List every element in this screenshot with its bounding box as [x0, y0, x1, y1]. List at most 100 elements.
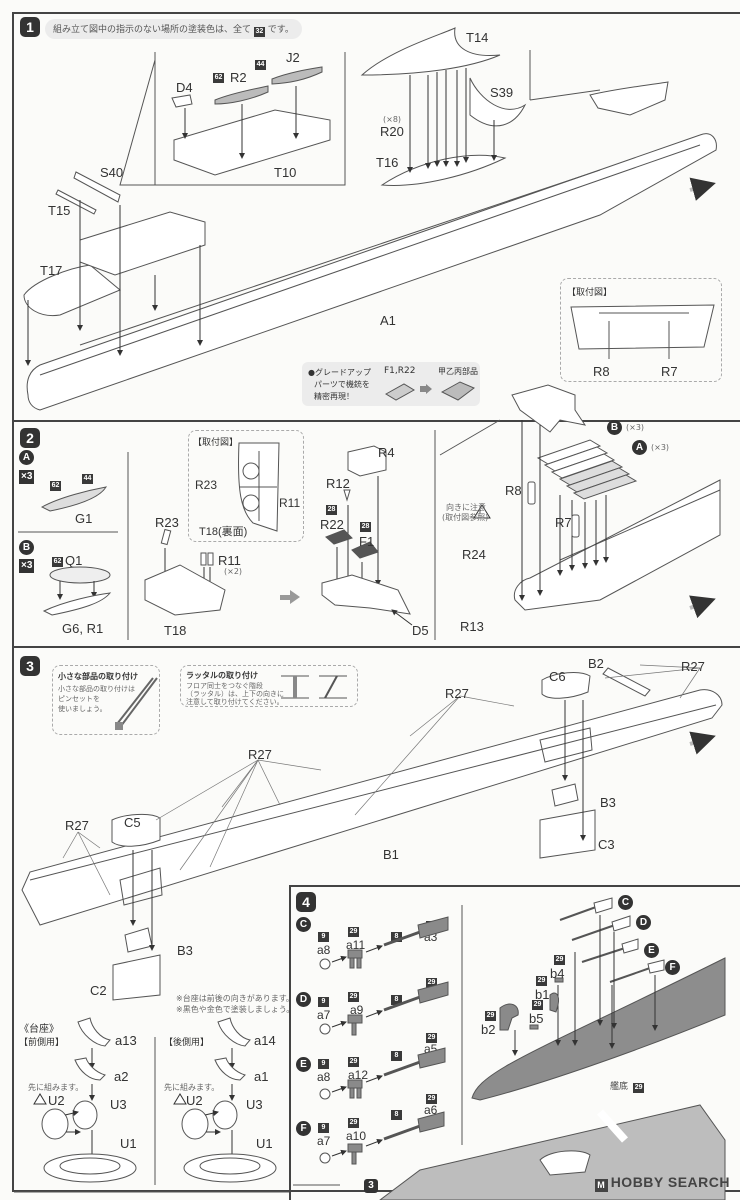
tip1-line-1: 小さな部品の取り付けは: [58, 685, 135, 693]
r27-leader-lines: [62, 664, 701, 896]
t18-final-assembly-drawing: [321, 445, 413, 626]
label-g6-r1: G6, R1: [62, 621, 104, 636]
label-b5: b5: [529, 1011, 544, 1026]
paint-a8-e: 9: [318, 1059, 329, 1069]
paint-code-badge: 32: [253, 27, 265, 37]
step2-install-diagram: 【取付図】 R23 R11 T18(裏面): [188, 430, 304, 542]
label-b2: b2: [481, 1022, 496, 1037]
label-c6: C6: [549, 669, 566, 684]
paint-g1-a: 62: [50, 481, 61, 491]
upgrade-from-label: F1,R22: [384, 366, 416, 376]
bow-superstructure: [589, 81, 669, 116]
label-a13: a13: [115, 1033, 137, 1048]
marker-b-ship: B: [607, 420, 622, 435]
label-front-u3: U3: [110, 1097, 127, 1112]
paint-arm-d: 8: [391, 995, 402, 1005]
label-r27-a: R27: [681, 659, 705, 674]
marker-a-ship: A: [632, 440, 647, 455]
crane-e: [319, 1047, 446, 1100]
label-rear-u2: U2: [186, 1093, 203, 1108]
t10-assembly-drawing: [171, 66, 331, 176]
stand-front-title: 【前側用】: [19, 1037, 65, 1047]
label-r7-ship: R7: [555, 515, 572, 530]
hull-bottom-label: 艦底 29: [610, 1074, 645, 1093]
label-a2: a2: [114, 1069, 129, 1084]
upgrade-line-3: 精密再現！: [314, 392, 354, 401]
label-r20-qty: (×8): [383, 115, 402, 124]
label-r8-ship: R8: [505, 483, 522, 498]
t10-deck: [173, 109, 331, 176]
label-d5: D5: [412, 623, 429, 638]
step4-number: 4: [296, 892, 316, 912]
step2-install-title: 【取付図】: [193, 438, 239, 448]
t16-part: [380, 154, 507, 186]
label-r23: R23: [155, 515, 179, 530]
label-a1: a1: [254, 1069, 269, 1084]
marker-e: E: [296, 1057, 311, 1072]
step1-subframe-lines: [119, 50, 601, 186]
paint-a7-f: 9: [318, 1123, 329, 1133]
upgrade-callout: ●グレードアップ パーツで機銃を 精密再現！ F1,R22 甲乙丙部品: [302, 362, 480, 406]
label-r12: R12: [326, 476, 350, 491]
step1-number: 1: [20, 17, 40, 37]
front-pre-note: 先に組みます。: [28, 1083, 84, 1092]
caution-icon-rear: [173, 1093, 187, 1105]
paint-arm-c: 8: [391, 932, 402, 942]
label-f1: F1: [359, 534, 375, 549]
note-suffix: です。: [267, 25, 294, 35]
rear-pre-note: 先に組みます。: [164, 1083, 220, 1092]
svg-text:!: !: [478, 509, 481, 518]
label-a8-e: a8: [317, 1070, 331, 1084]
step2-number: 2: [20, 428, 40, 448]
label-s40: S40: [100, 165, 124, 180]
cranes-mounted: [559, 897, 665, 983]
label-t10: T10: [274, 165, 297, 180]
label-s39: S39: [490, 85, 514, 100]
paint-b2: 29: [485, 1011, 496, 1021]
crane-marker-c: C: [618, 895, 633, 910]
label-r27-b: R27: [445, 686, 469, 701]
t15-part: [55, 189, 97, 215]
paint-r22: 28: [326, 505, 337, 515]
label-r24: R24: [462, 547, 486, 562]
t14-part: [360, 27, 501, 76]
label-c2: C2: [90, 983, 107, 998]
step4-row-c: C 9 a8 29 a11 8 29 a3: [296, 915, 461, 975]
paint-a8: 9: [318, 932, 329, 942]
d4-part: [171, 94, 193, 108]
paint-arm-e: 8: [391, 1051, 402, 1061]
label-r4: R4: [378, 445, 395, 460]
label-a7: a7: [317, 1008, 331, 1022]
hull-paint-badge: 29: [633, 1083, 645, 1093]
paint-r2-b: 44: [255, 60, 266, 70]
step4-row-f: F 9 a7 29 a10 8 29 a6: [296, 1094, 461, 1170]
label-rear-u3: U3: [246, 1097, 263, 1112]
paint-a10: 29: [348, 1118, 359, 1128]
label-q1: Q1: [65, 553, 83, 568]
step2-ship-drawing: !: [473, 384, 721, 619]
paint-r2-a: 62: [213, 73, 224, 83]
paint-f1: 28: [360, 522, 371, 532]
label-front-u2: U2: [48, 1093, 65, 1108]
install-label-r7: R7: [661, 364, 678, 379]
install-label-r8: R8: [593, 364, 610, 379]
paint-a11: 29: [348, 927, 359, 937]
label-r2: R2: [230, 70, 247, 85]
a1-hull-drawing: [23, 81, 717, 411]
tip2-line-2: （ラッタル）は、上下の向きに: [186, 690, 284, 698]
t17-part: [23, 264, 121, 317]
marker-d: D: [296, 992, 311, 1007]
install-diagram-ship-section: [570, 304, 715, 359]
crane-c: [319, 916, 449, 970]
label-front-u1: U1: [120, 1136, 137, 1151]
label-a12: a12: [348, 1068, 369, 1082]
label-r20: R20: [380, 124, 404, 139]
tip-small-parts: 小さな部品の取り付け 小さな部品の取り付けは ピンセットを 使いましょう。: [52, 665, 160, 735]
caution-icon-front: [33, 1093, 47, 1105]
label-r13: R13: [460, 619, 484, 634]
paint-arm-f: 8: [391, 1110, 402, 1120]
s39-part: [469, 77, 527, 127]
label-a8: a8: [317, 943, 331, 957]
label-c3: C3: [598, 837, 615, 852]
